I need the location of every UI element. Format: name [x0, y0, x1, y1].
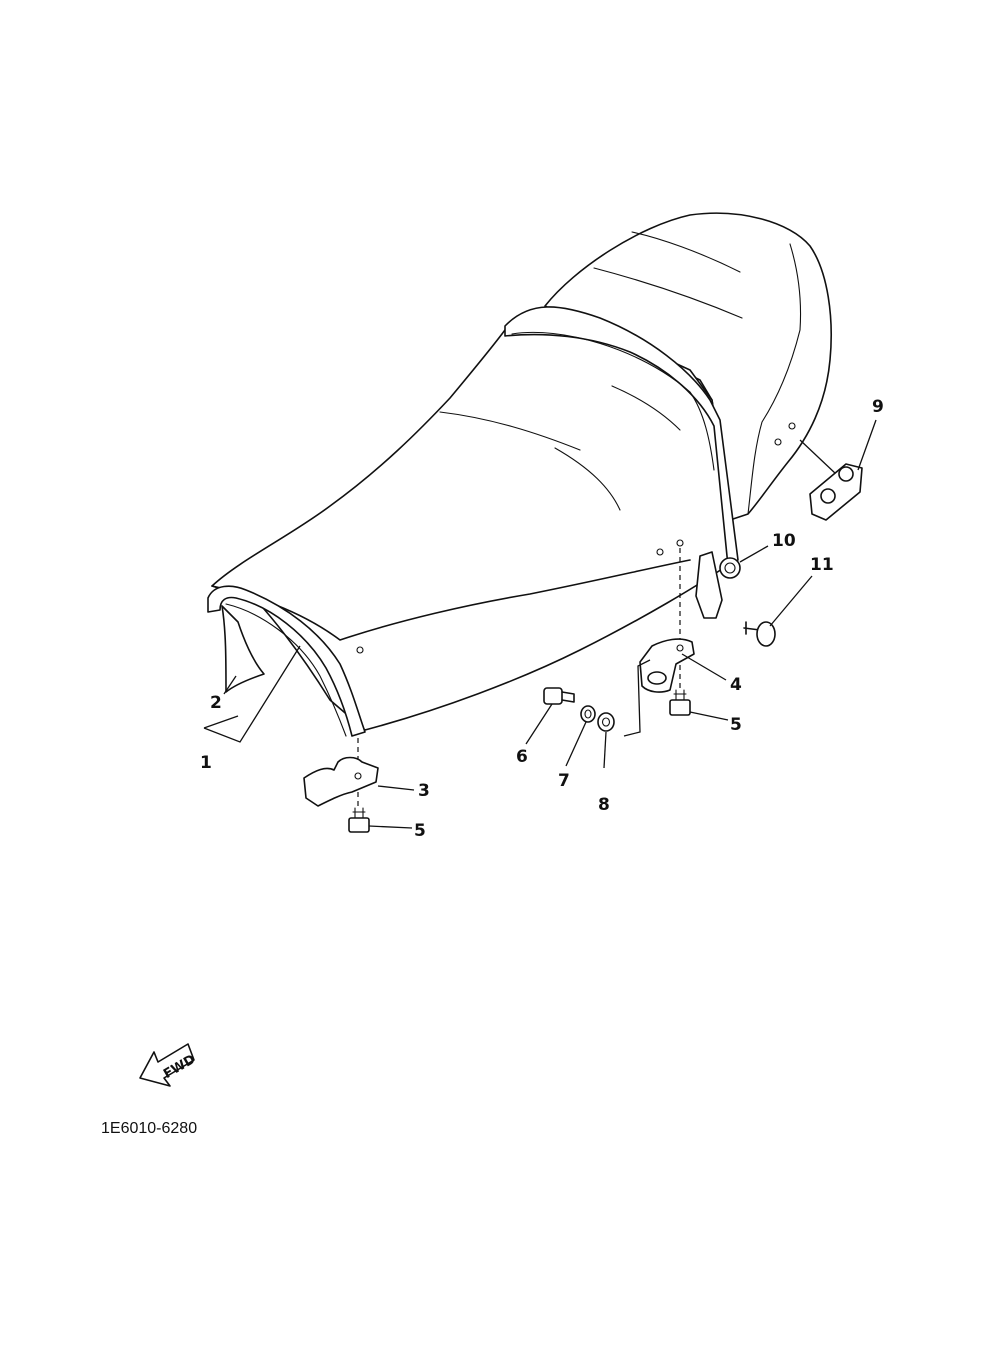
diagram-part-code: 1E6010-6280: [101, 1120, 197, 1137]
rear-side-edge: [747, 329, 801, 515]
mount-hole: [356, 646, 364, 654]
rear-bracket-stud-hole: [676, 644, 684, 652]
leader-5a: [368, 825, 413, 829]
hook-rivet-inner: [724, 562, 736, 574]
front-bracket-assembly: [303, 738, 379, 833]
rear-clip-assembly: [799, 439, 863, 521]
rear-stitch-line-3: [789, 243, 802, 331]
front-nut-stud: [352, 807, 366, 819]
callout-11: 11: [810, 555, 834, 575]
leader-11: [769, 575, 813, 627]
bolt-shaft: [561, 691, 575, 703]
rear-nut: [669, 699, 691, 716]
leader-1-bracket: [203, 645, 301, 743]
mount-holes: [356, 422, 796, 654]
rear-bracket: [639, 638, 695, 693]
forward-arrow-shape: [139, 1043, 195, 1087]
hook-rivet: [719, 557, 741, 579]
bolt-head: [543, 687, 563, 705]
leader-2: [223, 675, 237, 695]
knob-bolt-head: [756, 621, 776, 647]
front-bracket: [303, 756, 379, 807]
leader-10: [739, 545, 769, 563]
seat-front-opening: [207, 585, 366, 737]
rear-clip-nut-bottom: [820, 488, 836, 504]
callout-10: 10: [772, 531, 796, 551]
leader-5b: [689, 711, 729, 721]
rear-clip-plate: [809, 463, 863, 521]
hook-bracket: [695, 551, 723, 619]
front-stitch-line-1: [439, 411, 581, 451]
callout-5-front: 5: [414, 821, 426, 841]
front-nut: [348, 817, 370, 833]
seat-front-inner-edge: [225, 603, 347, 737]
strap-inner-edge: [511, 331, 715, 471]
leader-lines: [203, 419, 877, 829]
mount-hole: [656, 548, 664, 556]
rear-clip-nut-top: [838, 466, 854, 482]
seat-rear-section: [544, 212, 832, 521]
leader-8: [603, 731, 607, 769]
rear-stitch-line-1: [631, 231, 741, 273]
seat-side-cover: [221, 605, 265, 693]
washer-spring: [580, 705, 596, 723]
bolt-washer-set: [543, 687, 615, 732]
callout-4: 4: [730, 675, 742, 695]
callout-6: 6: [516, 747, 528, 767]
washer-plain-inner: [601, 717, 611, 727]
mount-hole: [774, 438, 782, 446]
callout-9: 9: [872, 397, 884, 417]
callout-1: 1: [200, 753, 212, 773]
seat-assembly: [207, 212, 832, 737]
leader-3: [377, 785, 415, 791]
washer-guide-line: [623, 659, 651, 737]
rear-bracket-assembly: [639, 548, 695, 716]
leader-6: [525, 703, 553, 745]
callout-5-rear: 5: [730, 715, 742, 735]
rear-nut-stud: [673, 689, 687, 701]
rear-bracket-hole: [647, 671, 667, 685]
front-stitch-line-2: [554, 447, 621, 511]
forward-arrow-icon: FWD: [139, 1043, 198, 1087]
leader-4: [681, 653, 727, 681]
leader-7: [565, 721, 587, 767]
leader-1-bracket-left: [203, 715, 239, 729]
knob-bolt-assembly: [743, 621, 776, 647]
callout-7: 7: [558, 771, 570, 791]
washer-plain: [597, 712, 615, 732]
callout-labels: 1 2 3 5 4 5 6 7 8 9 10 11: [200, 397, 884, 841]
callout-8: 8: [598, 795, 610, 815]
front-bracket-hole: [354, 772, 362, 780]
leader-9: [857, 419, 877, 471]
washer-spring-inner: [584, 709, 592, 719]
mount-hole: [676, 539, 684, 547]
callout-2: 2: [210, 693, 222, 713]
rear-clip-guide-line: [799, 439, 837, 475]
callout-3: 3: [418, 781, 430, 801]
seat-hook-assembly: [695, 551, 741, 619]
rear-stitch-line-2: [593, 267, 743, 319]
front-stitch-line-3: [611, 385, 681, 431]
mount-hole: [788, 422, 796, 430]
